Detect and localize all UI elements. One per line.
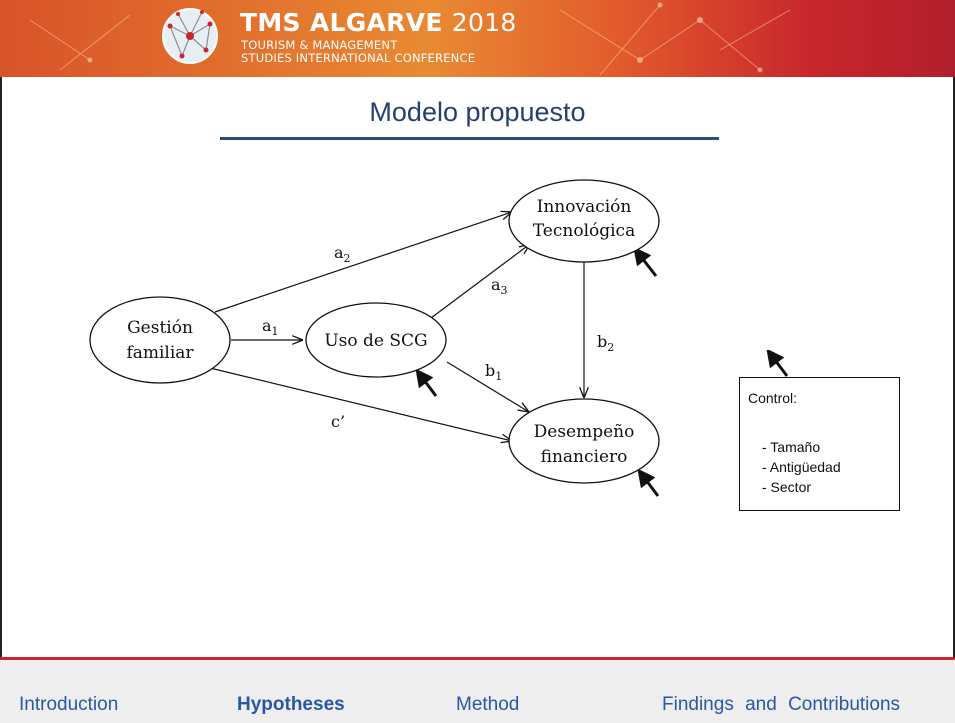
node-desempeno-label-1: Desempeño bbox=[534, 422, 635, 442]
nav-method[interactable]: Method bbox=[456, 694, 520, 715]
label-c-prime: c’ bbox=[331, 412, 345, 431]
error-arrow-desempeno bbox=[637, 468, 660, 497]
conference-subtitle-line2: STUDIES INTERNATIONAL CONFERENCE bbox=[241, 51, 476, 65]
conference-logo-icon bbox=[162, 8, 218, 64]
error-arrow-innovacion bbox=[633, 246, 658, 277]
slide-title: Modelo propuesto bbox=[369, 97, 586, 127]
slide-frame-left bbox=[0, 77, 2, 659]
control-item: - Tamaño bbox=[762, 439, 821, 455]
conference-subtitle-line1: TOURISM & MANAGEMENT bbox=[241, 38, 398, 52]
edge-a3 bbox=[430, 244, 530, 319]
nav-findings-contributions[interactable]: Findings and Contributions bbox=[662, 694, 901, 715]
footer-divider bbox=[0, 657, 955, 660]
nav-introduction[interactable]: Introduction bbox=[19, 694, 119, 715]
nav-hypotheses[interactable]: Hypotheses bbox=[237, 694, 345, 715]
node-desempeno-label-2: financiero bbox=[541, 447, 628, 467]
conference-name: TMS ALGARVE 2018 bbox=[240, 8, 517, 37]
edge-a2 bbox=[214, 212, 512, 313]
conference-banner: TMS ALGARVE 2018 TOURISM & MANAGEMENT ST… bbox=[0, 0, 955, 77]
conference-year: 2018 bbox=[451, 8, 517, 37]
footer-bar bbox=[0, 660, 955, 723]
label-b2: b2 bbox=[597, 332, 614, 354]
node-uso-scg bbox=[305, 302, 447, 378]
node-uso-label: Uso de SCG bbox=[324, 331, 427, 351]
label-b1: b1 bbox=[485, 361, 502, 383]
node-gestion-label-1: Gestión bbox=[127, 318, 193, 338]
control-list: - Tamaño - Antigüedad - Sector bbox=[762, 437, 841, 497]
edge-b1 bbox=[446, 361, 529, 412]
control-variables-box: Control: - Tamaño - Antigüedad - Sector bbox=[739, 377, 900, 511]
conference-name-text: TMS ALGARVE bbox=[240, 8, 443, 37]
control-item: - Sector bbox=[762, 479, 812, 495]
node-desempeno bbox=[508, 398, 660, 484]
path-diagram: Gestión familiar Uso de SCG Innovación T… bbox=[89, 179, 660, 497]
node-gestion-label-2: familiar bbox=[126, 343, 194, 363]
edge-c-prime bbox=[209, 367, 512, 441]
label-a3: a3 bbox=[491, 275, 508, 297]
slide-frame-right bbox=[953, 77, 955, 659]
network-decoration bbox=[29, 2, 791, 76]
label-a2: a2 bbox=[334, 243, 351, 265]
title-underline bbox=[220, 137, 719, 140]
node-gestion-familiar bbox=[89, 296, 231, 384]
error-arrow-uso bbox=[415, 368, 438, 397]
control-title: Control: bbox=[748, 390, 798, 406]
label-a1: a1 bbox=[262, 316, 279, 338]
control-item: - Antigüedad bbox=[762, 459, 841, 475]
node-innovacion-label-2: Tecnológica bbox=[533, 221, 635, 241]
error-arrow-control bbox=[766, 350, 789, 377]
node-innovacion-label-1: Innovación bbox=[537, 197, 632, 217]
node-innovacion bbox=[508, 179, 660, 263]
